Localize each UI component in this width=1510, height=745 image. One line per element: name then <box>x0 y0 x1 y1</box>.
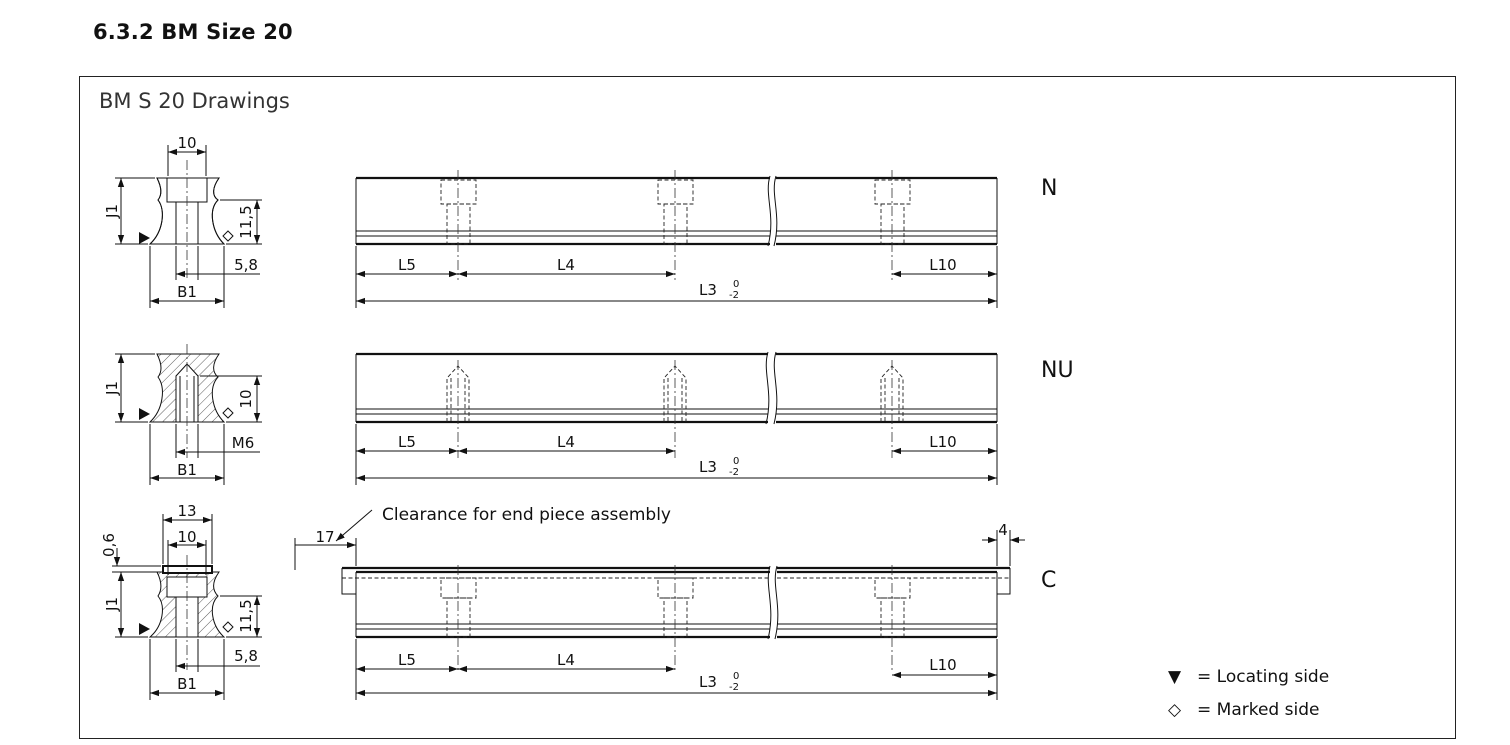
marked-side-icon <box>222 407 234 419</box>
dim-b1-n: B1 <box>177 283 197 301</box>
dim-l5-c: L5 <box>398 651 416 669</box>
locating-side-icon <box>139 623 150 635</box>
tol-lower-nu: -2 <box>729 467 739 478</box>
dim-height-n: 11,5 <box>237 205 255 238</box>
dim-l4-nu: L4 <box>557 433 575 451</box>
marked-side-icon <box>222 230 234 242</box>
cross-section-c <box>112 514 262 700</box>
dim-width-top-n: 10 <box>177 134 196 152</box>
dim-j1-c: J1 <box>103 597 121 612</box>
dim-height-nu: 10 <box>237 389 255 408</box>
tol-upper-c: 0 <box>733 671 739 682</box>
dim-l4-c: L4 <box>557 651 575 669</box>
drawing-frame <box>79 76 1456 739</box>
section-title: 6.3.2 BM Size 20 <box>93 20 293 44</box>
dim-l5-nu: L5 <box>398 433 416 451</box>
marked-side-legend-icon: ◇ <box>1168 700 1182 720</box>
dim-l10-nu: L10 <box>929 433 956 451</box>
dim-l10-n: L10 <box>929 256 956 274</box>
dim-l3-nu: L3 <box>699 458 717 476</box>
dim-clearance-c: 17 <box>315 528 334 546</box>
dim-j1-nu: J1 <box>103 381 121 396</box>
dim-l10-c: L10 <box>929 656 956 674</box>
side-view-c <box>294 509 1025 700</box>
variant-label-n: N <box>1041 176 1057 201</box>
dim-b1-c: B1 <box>177 675 197 693</box>
dim-width-outer-c: 13 <box>177 502 196 520</box>
dim-b1-nu: B1 <box>177 461 197 479</box>
side-view-nu <box>355 351 998 485</box>
variant-label-nu: NU <box>1041 358 1074 383</box>
dim-thread-nu: M6 <box>232 434 255 452</box>
dim-l3-n: L3 <box>699 281 717 299</box>
cross-section-n <box>115 145 262 308</box>
dim-l4-n: L4 <box>557 256 575 274</box>
dim-height-c: 11,5 <box>237 599 255 632</box>
marked-side-legend-label: = Marked side <box>1197 700 1319 720</box>
dim-width-inner-c: 10 <box>177 528 196 546</box>
tol-lower-n: -2 <box>729 290 739 301</box>
legend: ▼ = Locating side ◇ = Marked side <box>1168 667 1329 720</box>
dim-offset-n: 5,8 <box>234 256 258 274</box>
dim-j1-n: J1 <box>103 204 121 219</box>
variant-label-c: C <box>1041 568 1056 593</box>
frame-title: BM S 20 Drawings <box>99 89 290 113</box>
dim-offset-c: 5,8 <box>234 647 258 665</box>
dim-end-c: 4 <box>998 521 1008 539</box>
tol-upper-n: 0 <box>733 279 739 290</box>
dim-l5-n: L5 <box>398 256 416 274</box>
locating-side-legend-label: = Locating side <box>1197 667 1329 687</box>
cross-section-nu <box>115 344 262 485</box>
clearance-note: Clearance for end piece assembly <box>382 505 671 525</box>
tol-upper-nu: 0 <box>733 456 739 467</box>
locating-side-legend-icon: ▼ <box>1168 667 1182 687</box>
marked-side-icon <box>222 621 234 633</box>
tol-lower-c: -2 <box>729 682 739 693</box>
locating-side-icon <box>139 232 150 244</box>
dim-cap-c: 0,6 <box>100 533 118 557</box>
dim-l3-c: L3 <box>699 673 717 691</box>
side-view-n <box>355 170 998 308</box>
locating-side-icon <box>139 408 150 420</box>
